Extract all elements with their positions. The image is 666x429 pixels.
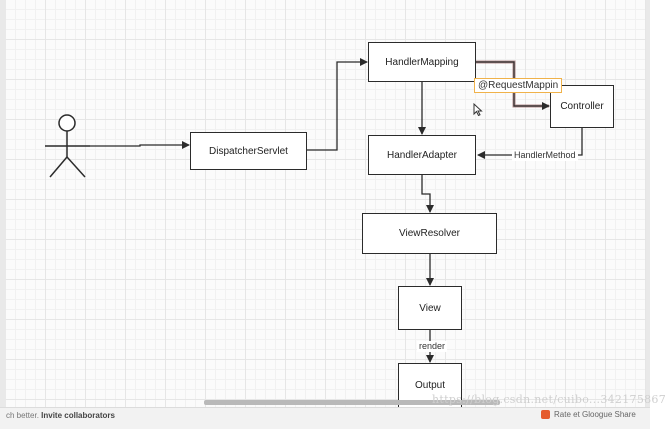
edge-actor-to-dispatcher[interactable] [90, 141, 190, 149]
node-output[interactable]: Output [398, 363, 462, 407]
edge-label-requestmapping[interactable]: @RequestMappin [474, 78, 563, 93]
node-controller-label: Controller [560, 101, 604, 112]
node-viewresolver-label: ViewResolver [399, 228, 460, 239]
edge-label-render[interactable]: render [417, 341, 448, 352]
footer-invite-prefix: ch better. [6, 411, 42, 420]
actor-figure [45, 114, 90, 178]
node-view-label: View [419, 302, 441, 314]
edge-handleradapter-to-viewresolver[interactable] [421, 175, 434, 213]
footer-rate: Rate et Gloogue Share [541, 410, 636, 419]
footer-invite: ch better. Invite collaborators [6, 411, 115, 420]
mouse-cursor-icon [473, 102, 483, 117]
window-left-border [0, 0, 6, 428]
node-dispatcherservlet-label: DispatcherServlet [209, 145, 288, 157]
node-handlermapping-label: HandlerMapping [385, 56, 459, 68]
node-handleradapter-label: HandlerAdapter [386, 149, 458, 161]
node-view[interactable]: View [398, 286, 462, 330]
edge-dispatcher-to-handlermapping[interactable] [307, 58, 368, 151]
diagram-edges [45, 58, 583, 363]
diagram-canvas[interactable] [6, 0, 646, 407]
node-handleradapter[interactable]: HandlerAdapter [368, 135, 476, 175]
horizontal-scrollbar[interactable] [204, 400, 500, 405]
node-dispatcherservlet[interactable]: DispatcherServlet [190, 132, 307, 170]
footer-rate-text[interactable]: Rate et Gloogue Share [554, 410, 636, 419]
feedback-icon [541, 410, 550, 419]
node-viewresolver[interactable]: ViewResolver [362, 213, 497, 254]
window-right-border [646, 0, 650, 428]
invite-collaborators-link[interactable]: Invite collaborators [41, 411, 115, 420]
watermark-text: https://blog.csdn.net/cuibo...342175867 [432, 393, 666, 406]
edge-label-handlermethod[interactable]: HandlerMethod [512, 150, 578, 161]
node-handlermapping[interactable]: HandlerMapping [368, 42, 476, 82]
bottom-status-bar [0, 407, 650, 429]
node-output-label: Output [414, 380, 446, 391]
